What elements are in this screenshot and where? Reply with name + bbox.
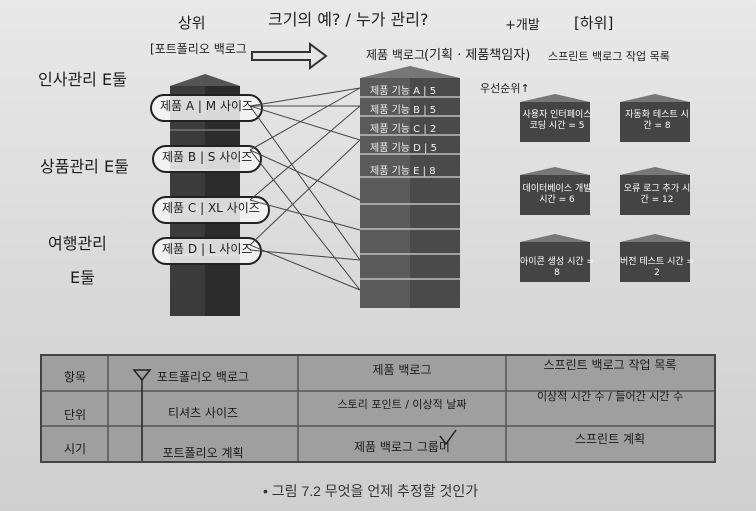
table-row2-product: 제품 백로그 그룹미 [354, 440, 450, 454]
product-title: 제품 백로그 [366, 48, 426, 62]
task-cube [520, 167, 590, 215]
header-top-left: 상위 [178, 14, 206, 32]
portfolio-title: [포트폴리오 백로그 [150, 42, 247, 56]
portfolio-item-a: 제품 A | M 사이즈 [150, 94, 264, 122]
product-item-e: 제품 기능 E | 8 [370, 166, 436, 177]
priority-annotation: 우선순위↑ [480, 82, 530, 95]
sprint-task-1: 사용자 인터페이스 코딩 시간 = 5 [522, 110, 592, 131]
product-item-a: 제품 기능 A | 5 [370, 86, 437, 97]
table-grid [42, 356, 714, 461]
product-item-c: 제품 기능 C | 2 [370, 124, 437, 135]
task-cube [520, 94, 590, 142]
sprint-task-4: 오류 로그 추가 시간 = 12 [623, 184, 691, 205]
sprint-task-6: 버전 테스트 시간 = 2 [619, 257, 695, 278]
header-bottom-bracket: [하위] [574, 14, 614, 32]
table-header-sprint: 스프린트 백로그 작업 목록 [543, 358, 677, 372]
header-arrow [251, 42, 328, 70]
product-item-d: 제품 기능 D | 5 [370, 143, 437, 154]
sprint-title: 스프린트 백로그 작업 목록 [548, 50, 670, 63]
table-row2-sprint: 스프린트 계획 [574, 432, 646, 446]
table-row1-sprint: 이상적 시간 수 / 들어간 시간 수 [536, 390, 684, 403]
task-cube [620, 234, 690, 282]
table-row2-portfolio: 포트폴리오 계획 [162, 446, 244, 460]
sprint-task-cubes [520, 94, 690, 282]
sprint-task-5: 아이콘 생성 시간 = 8 [519, 257, 595, 278]
annotation-left3b: E둘 [70, 268, 95, 287]
estimation-table: 항목 포트폴리오 백로그 제품 백로그 스프린트 백로그 작업 목록 단위 티셔… [40, 354, 716, 463]
table-header-item: 항목 [63, 370, 87, 384]
figure-caption: • 그림 7.2 무엇을 언제 추정할 것인가 [263, 483, 479, 499]
portfolio-item-c: 제품 C | XL 사이즈 [152, 196, 270, 224]
portfolio-item-d: 제품 D | L 사이즈 [152, 237, 263, 265]
connector-lines [250, 87, 361, 291]
portfolio-item-b: 제품 B | S 사이즈 [152, 145, 263, 173]
owner-label: (기획 · 제품책임자) [424, 48, 531, 63]
sprint-task-2: 자동화 테스트 시간 = 8 [625, 110, 689, 131]
header-dev: +개발 [505, 18, 540, 33]
task-cube [620, 167, 690, 215]
table-header-portfolio: 포트폴리오 백로그 [156, 370, 250, 384]
task-cube [520, 234, 590, 282]
product-stack [360, 66, 460, 308]
annotation-left1: 인사관리 E둘 [38, 70, 127, 89]
table-row1-product: 스토리 포인트 / 이상적 날짜 [337, 398, 467, 411]
header-question: 크기의 예? / 누가 관리? [268, 10, 429, 29]
table-header-product: 제품 백로그 [372, 363, 432, 377]
annotation-left3: 여행관리 [48, 234, 107, 253]
sprint-task-3: 데이터베이스 개발 시간 = 6 [522, 184, 592, 205]
table-row1-label: 단위 [63, 408, 87, 422]
table-row1-portfolio: 티셔츠 사이즈 [167, 406, 239, 420]
product-item-b: 제품 기능 B | 5 [370, 105, 437, 116]
task-cube [620, 94, 690, 142]
annotation-left2: 상품관리 E둘 [40, 157, 129, 176]
table-row2-label: 시기 [63, 442, 87, 456]
